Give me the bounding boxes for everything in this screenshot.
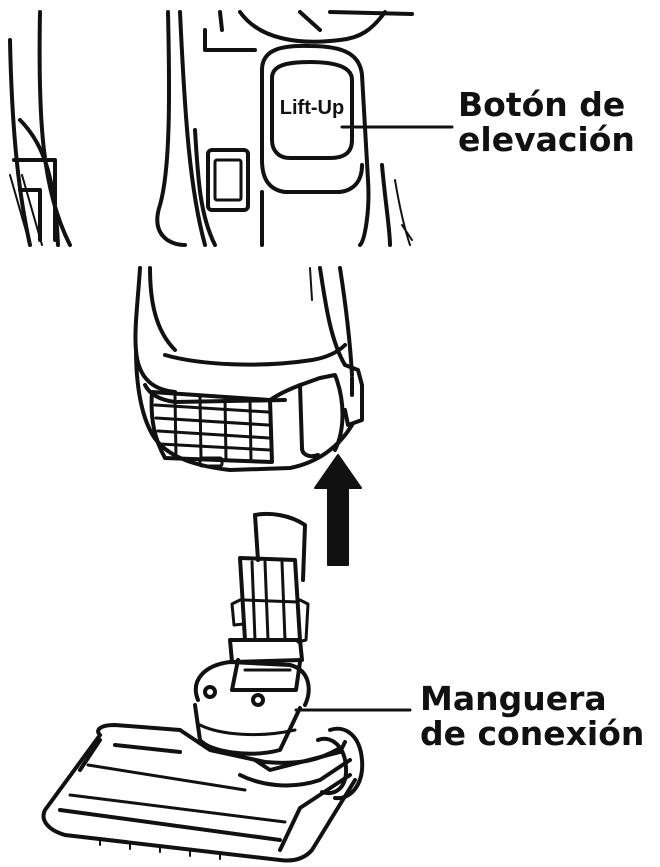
lift-button-callout-line1: Botón de <box>458 85 626 124</box>
floor-head <box>41 660 365 863</box>
vacuum-main-body <box>133 266 364 472</box>
insert-arrow <box>314 454 362 566</box>
handle-detail-view <box>8 10 414 247</box>
lift-button-callout-line2: elevación <box>458 119 635 159</box>
hose-callout-line1: Manguera <box>420 679 607 718</box>
hose-callout-line2: de conexión <box>420 713 645 753</box>
lift-button-callout: Botón de elevación <box>458 85 635 159</box>
connection-hose <box>228 511 310 692</box>
hose-callout: Manguera de conexión <box>420 679 645 753</box>
lift-up-button-text: Lift-Up <box>280 97 344 119</box>
